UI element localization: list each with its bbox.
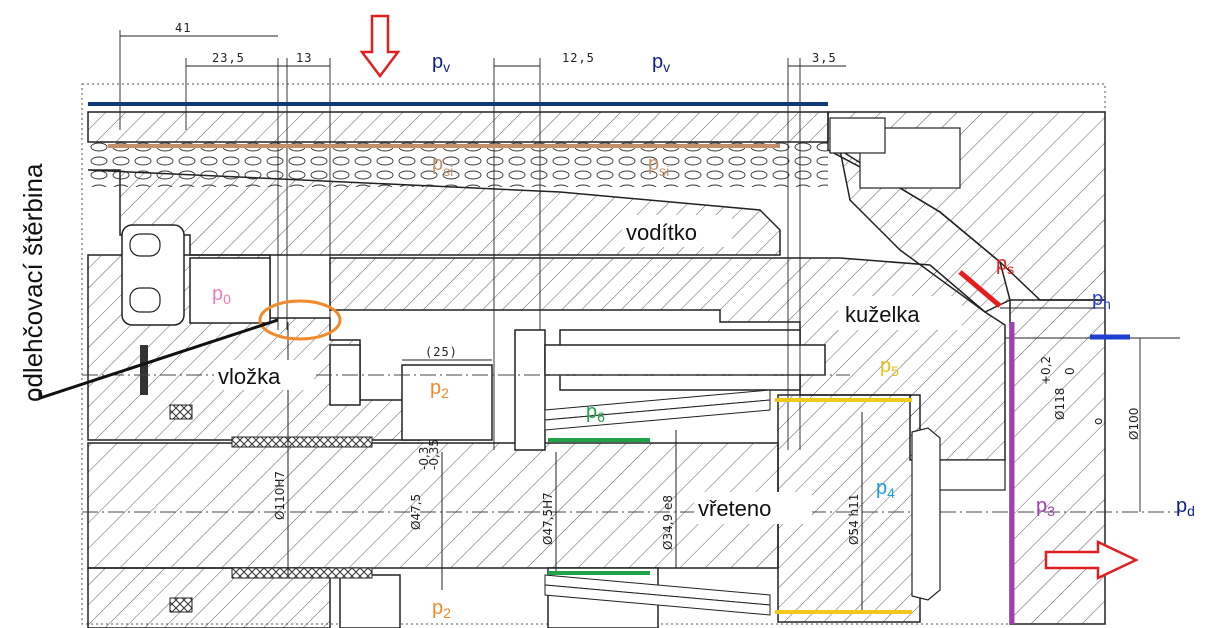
dim-118-tol-up: +0,2 — [1039, 356, 1053, 385]
pressure-psi-left: psi — [432, 153, 453, 179]
side-label-odlehcovaci-sterbina: odlehčovací štěrbina — [18, 163, 48, 402]
dim-118: Ø118 — [1053, 388, 1067, 420]
flow-arrow-right — [1044, 540, 1139, 580]
pressure-ps: ps — [996, 253, 1014, 277]
dim-3-5: 3,5 — [812, 51, 837, 65]
pressure-ph: ph — [1092, 288, 1111, 312]
dim-54: Ø54 h11 — [847, 494, 861, 545]
dim-47-5-a-tol-lo: -0,35 — [427, 439, 441, 470]
pressure-labels: pv pv psi psi p0 ps ph p5 p2 p6 p4 p3 pd… — [212, 51, 1195, 621]
dim-47-5-a: Ø47,5 — [409, 494, 423, 530]
pressure-p5: p5 — [880, 355, 899, 379]
dim-12-5: 12,5 — [562, 51, 595, 65]
pressure-pv-left: pv — [432, 51, 450, 75]
dim-47-5-b: Ø47,5H7 — [541, 492, 555, 545]
dim-41: 41 — [175, 21, 191, 35]
label-vlozka: vložka — [218, 364, 281, 389]
dim-118-tol-lo: 0 — [1063, 367, 1077, 375]
pressure-p2-top: p2 — [430, 377, 449, 401]
drawing-frame — [81, 83, 1106, 625]
label-kuzelka: kuželka — [845, 302, 920, 327]
pressure-psi-right: psi — [648, 153, 669, 179]
gaskets — [140, 345, 373, 613]
dim-100: Ø100 — [1127, 408, 1141, 440]
slot-leader-line — [38, 318, 279, 401]
pressure-pd: pd — [1176, 495, 1195, 519]
dim-o: o — [1091, 418, 1105, 425]
slot-highlight-ellipse — [258, 299, 342, 341]
pressure-p6: p6 — [586, 401, 605, 425]
dim-34-9: Ø34,9 e8 — [661, 495, 675, 550]
dim-47-5-a-tol-up: -0,3 — [417, 447, 431, 470]
dim-25: (25) — [425, 345, 458, 359]
dimension-lines — [120, 35, 863, 610]
part-labels: vodítko kuželka vložka vřeteno — [214, 215, 962, 524]
ps-line — [958, 270, 1002, 308]
dimension-labels: 41 23,5 13 12,5 3,5 (25) Ø110H7 Ø47,5 -0… — [175, 21, 1141, 550]
pressure-pv-right: pv — [652, 51, 670, 75]
pressure-p4: p4 — [876, 477, 895, 501]
pressure-p2-bottom: p2 — [432, 597, 451, 621]
flow-arrow-down — [359, 14, 401, 79]
label-voditko: vodítko — [626, 220, 697, 245]
pressure-p0: p0 — [212, 283, 231, 307]
label-vreteno: vřeteno — [698, 496, 771, 521]
dim-110: Ø110H7 — [273, 471, 287, 520]
pressure-p3: p3 — [1036, 495, 1055, 519]
dim-13: 13 — [296, 51, 312, 65]
disc-cap — [911, 427, 941, 601]
dim-23-5: 23,5 — [212, 51, 245, 65]
disc-springs — [544, 389, 771, 616]
